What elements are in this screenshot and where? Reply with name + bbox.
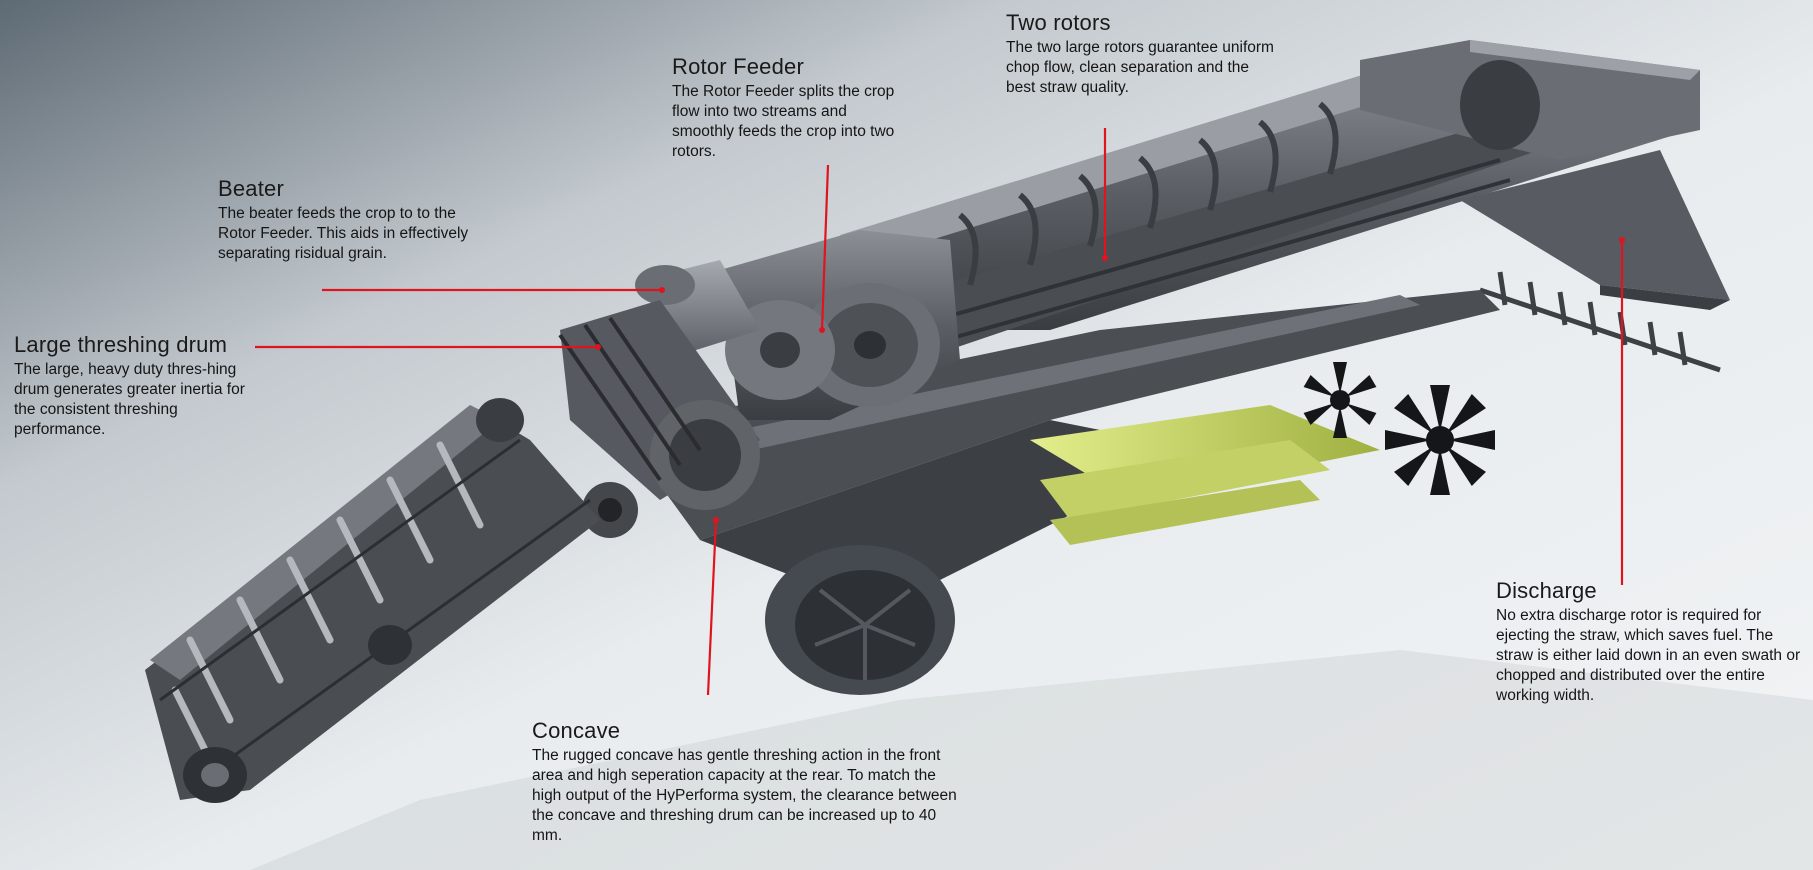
concave-description: The rugged concave has gentle threshing … [532,747,957,844]
callout-two-rotors: Two rotors The two large rotors guarante… [1006,10,1306,98]
leader-lines [255,128,1625,696]
feeder-elevator [145,398,600,803]
beater-description: The beater feeds the crop to to the Roto… [218,205,469,262]
fan-drum [765,545,955,695]
discharge-title: Discharge [1496,578,1597,603]
large-threshing-drum-title: Large threshing drum [14,332,228,357]
reflection-shadow [250,650,1813,870]
beater-title: Beater [218,176,285,201]
rotor-feeder-description: The Rotor Feeder splits the crop flow in… [672,83,895,160]
cleaning-fan [1303,362,1495,495]
rotor-feeder-title: Rotor Feeder [672,54,805,79]
callout-discharge: Discharge No extra discharge rotor is re… [1496,578,1806,706]
two-rotors-title: Two rotors [1006,10,1111,35]
callout-rotor-feeder: Rotor Feeder The Rotor Feeder splits the… [672,54,952,162]
concave-title: Concave [532,718,621,743]
callout-large-threshing-drum: Large threshing drum The large, heavy du… [14,332,284,440]
discharge-description: No extra discharge rotor is required for… [1496,607,1801,704]
discharge-chopper [1479,271,1721,373]
threshing-drum [558,300,760,538]
two-rotors-assembly [800,40,1730,380]
two-rotors-description: The two large rotors guarantee uniform c… [1006,39,1274,96]
sieve-screens [1030,405,1380,545]
callout-concave: Concave The rugged concave has gentle th… [532,718,972,846]
large-threshing-drum-description: The large, heavy duty thres-hing drum ge… [14,361,245,438]
callout-beater: Beater The beater feeds the crop to to t… [218,176,498,264]
